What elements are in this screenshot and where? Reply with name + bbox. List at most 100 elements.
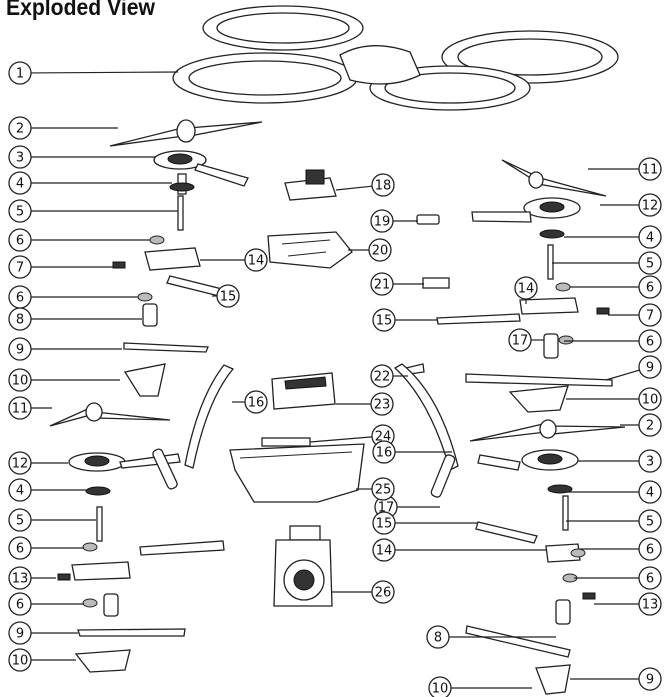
arm-cover-right — [465, 373, 613, 387]
motor-left — [142, 303, 158, 327]
callout-circle — [8, 478, 32, 502]
callout-number: 11 — [12, 402, 29, 417]
callout-number: 6 — [646, 572, 654, 587]
callout-circle — [371, 580, 395, 604]
callout-circle — [8, 61, 32, 85]
callout-number: 16 — [248, 396, 265, 411]
camera — [273, 525, 333, 607]
callout-10: 10 — [428, 676, 532, 697]
arm-cover-lower-right — [465, 625, 571, 658]
callout-circle — [370, 272, 394, 296]
callout-number: 6 — [16, 598, 24, 613]
callout-number: 13 — [12, 572, 29, 587]
callout-number: 17 — [512, 334, 529, 349]
callout-circle — [216, 284, 240, 308]
callout-5: 5 — [566, 509, 662, 533]
callout-number: 21 — [374, 278, 391, 293]
bearing — [82, 542, 98, 552]
motor-bottom-right — [555, 599, 571, 625]
callout-circle — [638, 566, 662, 590]
callout-23: 23 — [336, 392, 394, 416]
drone-frame — [172, 5, 619, 111]
callout-16: 16 — [232, 390, 268, 414]
callout-circle — [8, 116, 32, 140]
callout-number: 19 — [374, 215, 391, 230]
callout-3: 3 — [578, 449, 662, 473]
callout-circle — [8, 592, 32, 616]
callout-22: 22 — [370, 364, 408, 388]
callout-circle — [8, 145, 32, 169]
callout-7: 7 — [608, 303, 662, 327]
landing-leg-right — [393, 363, 459, 498]
callout-circle — [368, 238, 392, 262]
diagram-title: Exploded View — [6, 0, 155, 20]
callout-15: 15 — [212, 284, 240, 308]
callout-number: 5 — [16, 205, 24, 220]
callout-circle — [638, 667, 662, 691]
callout-13: 13 — [594, 592, 662, 616]
callout-number: 7 — [16, 261, 24, 276]
callout-circle — [638, 509, 662, 533]
callout-circle — [508, 328, 532, 352]
callout-16: 16 — [372, 440, 452, 464]
callout-number: 6 — [646, 281, 654, 296]
callout-number: 3 — [16, 151, 24, 166]
callout-number: 26 — [375, 586, 392, 601]
callout-6: 6 — [8, 285, 138, 309]
callout-number: 15 — [376, 314, 393, 329]
control-board — [284, 169, 337, 201]
callout-number: 5 — [16, 514, 24, 529]
motor-arm-top-left — [153, 150, 249, 231]
callout-circle — [370, 392, 394, 416]
callout-14: 14 — [514, 276, 538, 304]
sticker — [422, 277, 450, 289]
callout-15: 15 — [372, 511, 478, 535]
callout-number: 5 — [646, 257, 654, 272]
callout-14: 14 — [200, 248, 268, 272]
callout-6: 6 — [570, 275, 662, 299]
callout-number: 8 — [434, 631, 442, 646]
callout-circle — [638, 449, 662, 473]
callout-25: 25 — [356, 477, 395, 501]
callout-18: 18 — [335, 173, 395, 197]
callout-circle — [426, 625, 450, 649]
callout-circle — [638, 251, 662, 275]
callout-number: 16 — [376, 446, 393, 461]
callout-number: 8 — [16, 313, 24, 328]
callout-number: 9 — [646, 673, 654, 688]
callout-4: 4 — [566, 480, 662, 504]
callout-19: 19 — [370, 209, 418, 233]
motor-arm-mid-right — [477, 449, 579, 531]
callout-11: 11 — [588, 157, 662, 181]
callout-number: 6 — [16, 542, 24, 557]
callout-number: 12 — [12, 457, 29, 472]
callout-number: 6 — [646, 335, 654, 350]
callout-number: 15 — [376, 517, 393, 532]
prop-guard-left — [123, 363, 166, 397]
callout-number: 6 — [646, 543, 654, 558]
callout-number: 6 — [16, 234, 24, 249]
callout-number: 10 — [12, 374, 29, 389]
callout-17: 17 — [508, 328, 544, 352]
callout-number: 22 — [374, 370, 391, 385]
callout-number: 1 — [16, 67, 24, 82]
callout-number: 4 — [646, 231, 654, 246]
callout-circle — [8, 648, 32, 672]
callout-10: 10 — [566, 387, 662, 411]
callout-15: 15 — [372, 308, 438, 332]
callout-circle — [638, 225, 662, 249]
callout-circle — [372, 308, 396, 332]
callout-8: 8 — [426, 625, 556, 649]
callout-circle — [638, 413, 662, 437]
propeller-top-left — [109, 119, 263, 147]
callout-circle — [638, 592, 662, 616]
callout-number: 9 — [16, 627, 24, 642]
callout-9: 9 — [605, 355, 662, 381]
arm-cover-bottom-right — [475, 521, 538, 544]
prop-guard-right — [508, 385, 569, 413]
callout-number: 2 — [16, 122, 24, 137]
callout-circle — [372, 538, 396, 562]
callout-circle — [8, 171, 32, 195]
callout-circle — [8, 228, 32, 252]
callout-5: 5 — [8, 508, 96, 532]
